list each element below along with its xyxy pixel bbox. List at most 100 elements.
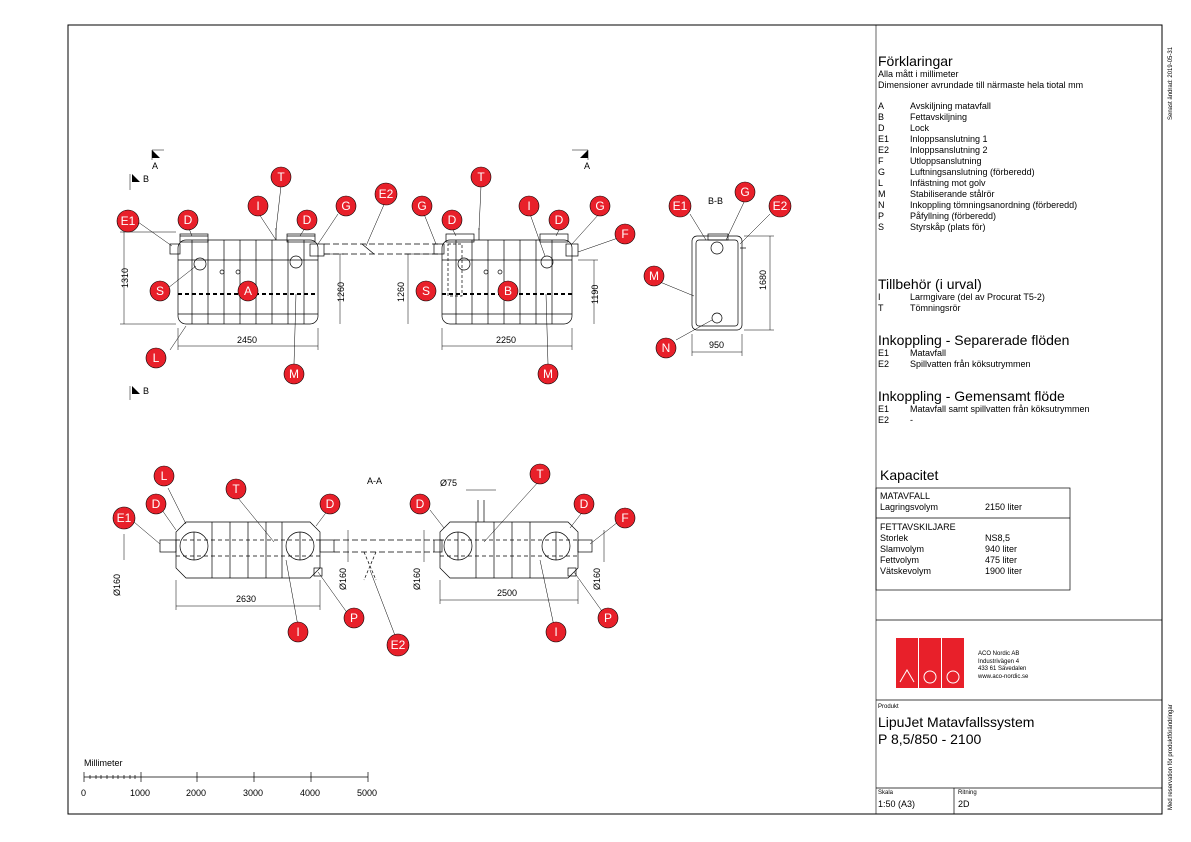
callout-label: F [621,227,628,241]
legend-item-text: Stabiliserande stålrör [910,189,995,199]
callout-circle [573,493,595,515]
capacity-key: Vätskevolym [880,566,932,576]
dim-1260-b: 1260 [396,281,406,302]
dim-d160-b: Ø160 [338,567,348,590]
legend-item-key: N [878,200,885,210]
callout-label: G [740,185,749,199]
callout-n: N [655,337,677,359]
callout-e1: E1 [668,194,692,218]
callout-p: P [343,607,365,629]
callout-t: T [270,166,292,188]
callout-label: D [416,497,425,511]
side-view-tank-1 [169,228,325,325]
callout-circle [247,195,269,217]
legend-item-key: B [878,112,885,122]
capacity-key: Lagringsvolym [880,502,939,512]
callout-circle [296,209,318,231]
callout-l: L [153,465,175,487]
legend-item-key: L [878,178,884,188]
separate-item-key: E1 [878,348,890,358]
legend-item-key: D [878,123,885,133]
callout-g: G [411,195,433,217]
callout-label: E2 [379,187,394,201]
scalebar-title: Millimeter [84,758,123,768]
callout-a: A [237,280,259,302]
dim-d160-c: Ø160 [412,567,422,590]
callout-label: T [536,467,544,481]
callout-label: D [184,213,193,227]
callout-circle [589,195,611,217]
callout-d: D [296,209,318,231]
callout-t: T [470,166,492,188]
legend-item-text: Lock [910,123,930,133]
legend-item-row: L Infästning mot golv [878,178,1083,189]
product-model: P 8,5/850 - 2100 [878,731,982,747]
scalebar-tick: 2000 [186,788,207,798]
callout-l: L [145,347,167,369]
legend-item-text: Avskiljning matavfall [910,101,991,111]
callout-e1: E1 [112,506,136,530]
callout-g: G [335,195,357,217]
common-item-text: Matavfall samt spillvatten från köksutry… [910,404,1090,414]
callout-circle [643,265,665,287]
callout-f: F [614,223,636,245]
callout-label: M [289,367,299,381]
dim-d160-d: Ø160 [592,567,602,590]
callout-circle [386,633,410,657]
callout-p: P [597,607,619,629]
callout-circle [270,166,292,188]
common-item-key: E1 [878,404,890,414]
callout-label: A [244,284,252,298]
dim-2450: 2450 [237,335,258,345]
legend-item-row: M Stabiliserande stålrör [878,189,1083,200]
legend-line: Dimensioner avrundade till närmaste hela… [878,80,1084,90]
separate-item-text: Matavfall [910,348,947,358]
legend-item-text: Inloppsanslutning 2 [910,145,988,155]
side-note-reservation: Med reservation för produktförändringar [1168,704,1174,810]
legend-line: Alla mått i millimeter [878,69,959,79]
callout-circle [415,280,437,302]
product-name: LipuJet Matavfallssystem [878,714,1035,730]
callout-d: D [319,493,341,515]
title-block-lines [875,487,1162,814]
callout-circle [537,363,559,385]
common-item-row: E1 Matavfall samt spillvatten från köksut… [878,404,1090,415]
dim-1310: 1310 [120,267,130,288]
capacity-key: Storlek [880,533,909,543]
capacity-group1-label: MATAVFALL [880,491,931,501]
capacity-key: Slamvolym [880,544,925,554]
callout-circle [409,493,431,515]
legend-item-row: E2 Inloppsanslutning 2 [878,145,1083,156]
capacity-key: Fettvolym [880,555,920,565]
callout-e1: E1 [116,209,140,233]
callout-label: L [161,469,168,483]
dim-1260-a: 1260 [336,281,346,302]
section-title-bb: B-B [708,196,724,206]
connecting-pipe-top [324,243,440,255]
company-name: ACO Nordic AB [978,651,1020,657]
legend-item-row: D Lock [878,123,1083,134]
accessory-item-text: Tömningsrör [910,303,961,313]
callout-label: D [448,213,457,227]
callout-d: D [441,209,463,231]
legend-item-text: Infästning mot golv [910,178,986,188]
section-arrow-b2 [132,386,140,394]
section-arrow-a2 [580,150,588,158]
legend-item-key: E2 [878,145,890,155]
callout-label: E1 [121,214,136,228]
capacity-value: 475 liter [985,555,1018,565]
side-view-tank-2 [433,228,579,325]
leader-lines [133,185,771,639]
callout-circle [283,363,305,385]
callout-circle [470,166,492,188]
legend-item-key: M [878,189,886,199]
callout-circle [177,209,199,231]
callout-label: G [417,199,426,213]
dim-2250: 2250 [496,335,517,345]
callout-m: M [283,363,305,385]
